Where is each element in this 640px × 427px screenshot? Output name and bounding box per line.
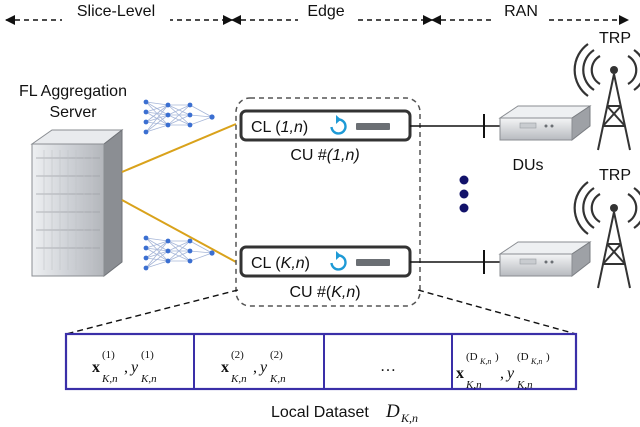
zoom-lines [65,289,577,335]
svg-text:(2): (2) [231,349,244,361]
du-unit-bottom [498,241,592,278]
nn-node [165,248,171,254]
fronthaul-links [410,114,500,274]
trp-tower-icon-top [573,43,640,151]
trp-top-label: TRP [599,30,631,47]
nn-node [143,265,149,271]
cu-bottom-label: CU #(K,n) [289,284,360,301]
svg-text:K,n: K,n [230,373,247,385]
svg-text:D: D [385,401,400,422]
nn-node [165,238,171,244]
svg-text:K,n: K,n [530,357,542,366]
svg-text:,: , [500,365,504,382]
cu-bottom: CL (K,n) CU #(K,n) [239,245,412,301]
svg-text:K,n: K,n [479,357,491,366]
server-label-line2: Server [49,104,97,121]
neural-network-icon-bottom [143,235,215,271]
region-label-ran: RAN [504,3,538,20]
nn-node [143,129,149,135]
nn-node [165,112,171,118]
server-label-line1: FL Aggregation [19,83,127,100]
nn-node [143,99,149,105]
svg-text:K,n: K,n [140,373,157,385]
nn-node [187,238,193,244]
dataset-ellipsis: … [380,358,396,375]
cl-bottom-label: CL (K,n) [251,255,310,272]
nn-node [165,102,171,108]
svg-text:K,n: K,n [269,373,286,385]
nn-node [209,250,215,256]
nn-node [143,109,149,115]
nn-node [143,255,149,261]
nn-node [143,245,149,251]
svg-text:): ) [546,351,550,363]
local-dataset-table: x (1) K,n , y (1) K,n x (2) K,n , y (2) … [64,332,578,391]
region-label-slice-level: Slice-Level [77,3,155,20]
svg-text:x: x [221,359,229,376]
refresh-icon [330,251,347,271]
vertical-ellipsis [459,175,469,213]
svg-text:(2): (2) [270,349,283,361]
nn-node [165,122,171,128]
svg-text:(1): (1) [102,349,115,361]
trp-tower-icon-bottom [573,181,640,289]
svg-text:,: , [253,359,257,376]
refresh-icon [330,115,347,135]
region-label-edge: Edge [307,3,344,20]
svg-text:y: y [129,359,139,376]
nn-node [143,119,149,125]
svg-text:y: y [258,359,268,376]
nn-node [187,248,193,254]
svg-text:K,n: K,n [516,379,533,391]
nn-node [143,235,149,241]
dataset-cell: x (1) K,n , y (1) K,n [92,349,157,385]
svg-text:x: x [456,365,464,382]
cu-top-status-bar [356,123,390,130]
svg-text:,: , [124,359,128,376]
neural-network-icon-top [143,99,215,135]
svg-text:K,n: K,n [101,373,118,385]
dataset-cell: x (D K,n ) K,n , y (D K,n ) K,n [456,351,550,391]
fl-server: FL Aggregation Server [19,83,127,278]
svg-text:(D: (D [517,351,529,363]
nn-node [187,112,193,118]
dus-label: DUs [512,157,543,174]
du-unit-top [498,105,592,142]
server-links [121,123,237,263]
svg-text:K,n: K,n [400,411,418,425]
svg-text:(D: (D [466,351,478,363]
cu-top-label: CU #(1,n) [290,147,359,164]
server-rack-icon [30,128,124,278]
region-arrows: Slice-Level Edge RAN [5,3,629,25]
trp-bottom-label: TRP [599,167,631,184]
svg-text:x: x [92,359,100,376]
svg-text:K,n: K,n [465,379,482,391]
dataset-cell: x (2) K,n , y (2) K,n [221,349,286,385]
nn-node [187,102,193,108]
cl-top-label: CL (1,n) [251,119,308,136]
nn-node [209,114,215,120]
svg-text:): ) [495,351,499,363]
nn-node [165,258,171,264]
cu-top: CL (1,n) CU #(1,n) [239,109,412,164]
dataset-caption: Local Dataset D K,n [271,401,418,425]
cu-bottom-status-bar [356,259,390,266]
svg-text:Local Dataset: Local Dataset [271,404,369,421]
svg-text:(1): (1) [141,349,154,361]
nn-node [187,122,193,128]
svg-text:y: y [505,365,515,382]
nn-node [187,258,193,264]
